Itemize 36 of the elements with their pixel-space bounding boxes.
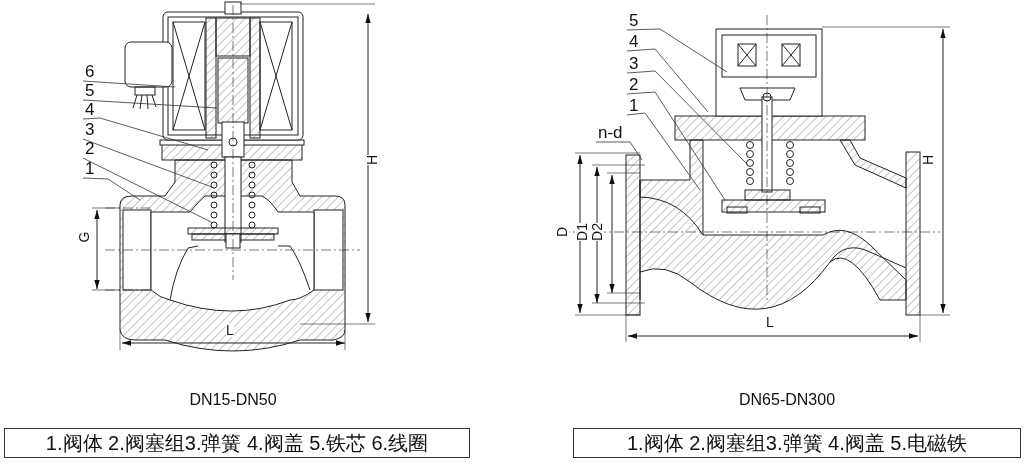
callout-number: 5 <box>629 12 639 29</box>
parts-list-box: 1.阀体 2.阀塞组3.弹簧 4.阀盖 5.铁芯 6.线圈 <box>4 428 470 458</box>
leader-line <box>82 99 218 109</box>
leader-line <box>626 112 701 191</box>
leader-line <box>82 157 214 224</box>
leader-line <box>595 141 643 161</box>
dimension-label: H <box>921 154 936 166</box>
dimension-label: L <box>226 323 234 337</box>
leader-line <box>82 117 209 151</box>
callout-number: 3 <box>85 121 95 138</box>
leader-line <box>626 48 709 113</box>
leader-line <box>82 80 176 88</box>
leader-line <box>626 28 728 73</box>
callout-number: 3 <box>629 55 639 72</box>
callout-number: 2 <box>629 76 639 93</box>
callout-number: 1 <box>85 160 95 177</box>
callout-number: 2 <box>85 140 95 157</box>
callout-number: 5 <box>85 82 95 99</box>
callout-number: 4 <box>85 101 95 118</box>
caption: DN15-DN50 <box>189 392 277 408</box>
leader-line <box>82 177 141 201</box>
leader-line <box>626 70 749 166</box>
parts-list-box: 1.阀体 2.阀塞组3.弹簧 4.阀盖 5.电磁铁 <box>573 428 1021 458</box>
dimension-label: D1 <box>574 223 589 241</box>
callout-number: 6 <box>85 63 95 80</box>
callout-number: 4 <box>629 33 639 50</box>
leader-line <box>626 91 726 201</box>
callout-number: n-d <box>598 124 623 141</box>
dimension-label: L <box>766 315 774 329</box>
dimension-label: D <box>555 226 570 238</box>
leader-line <box>82 138 213 188</box>
callout-number: 1 <box>629 97 639 114</box>
dimension-label: D2 <box>589 223 604 241</box>
caption: DN65-DN300 <box>739 392 836 408</box>
dimension-label: H <box>365 154 380 166</box>
dimension-label: G <box>76 231 91 243</box>
